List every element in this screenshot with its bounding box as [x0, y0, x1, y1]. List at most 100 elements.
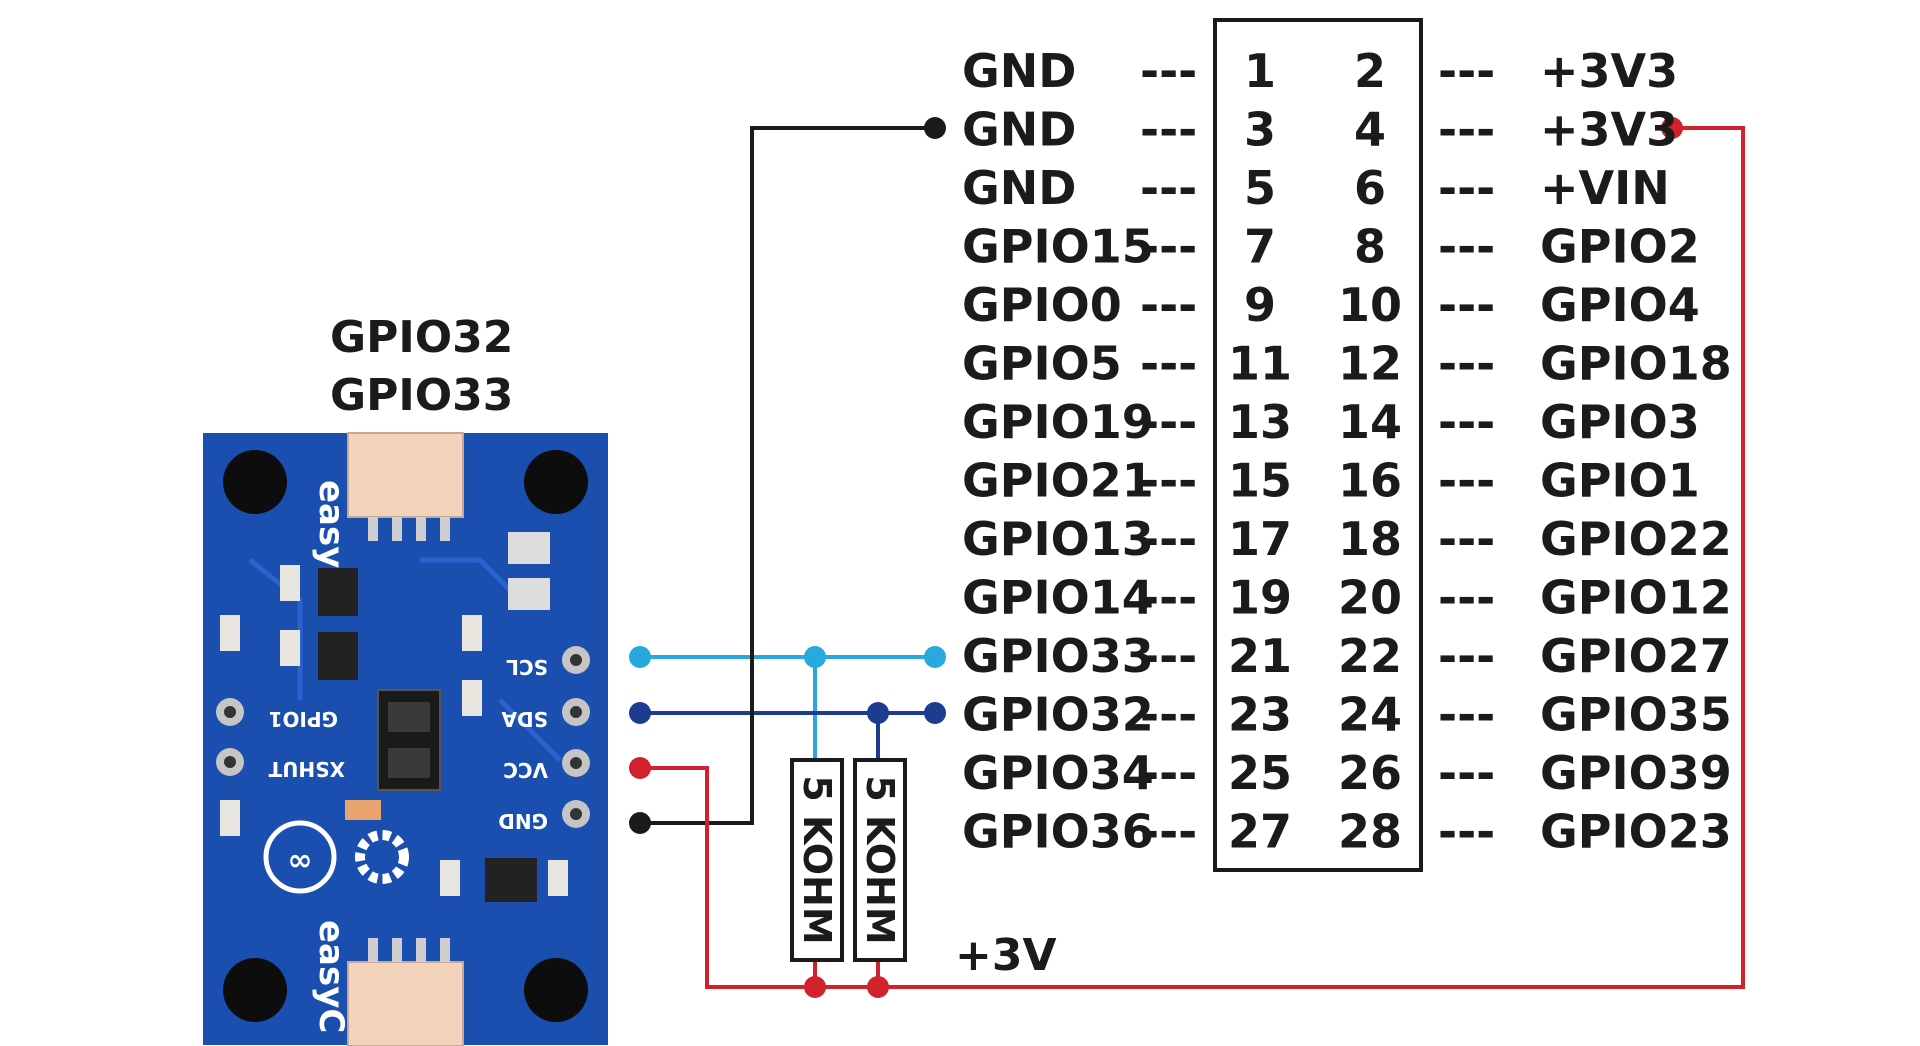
pin-number-right: 16 [1338, 454, 1402, 508]
pin-left-label: GPIO0 [962, 278, 1122, 332]
bottom-connector [347, 961, 464, 1046]
pin-separator-right: --- [1438, 629, 1495, 683]
pin-left-label: GND [962, 161, 1076, 215]
transistor-chip [318, 632, 358, 680]
pin-separator-right: --- [1438, 395, 1495, 449]
pin-left-label: GPIO13 [962, 512, 1154, 566]
pullup-resistor-2: 5 KOHM [853, 758, 907, 962]
transistor-chip [318, 568, 358, 616]
pin-number-left: 25 [1228, 746, 1292, 800]
svg-text:∞: ∞ [288, 843, 313, 878]
pin-separator-left: --- [1140, 512, 1197, 566]
pin-separator-left: --- [1140, 454, 1197, 508]
pin-number-right: 28 [1338, 805, 1402, 859]
pin-right-label: +3V3 [1540, 44, 1678, 98]
pcb-label-scl: SCL [506, 655, 548, 679]
pin-right-label: +VIN [1540, 161, 1670, 215]
pin-right-label: GPIO2 [1540, 220, 1700, 274]
smd-resistor [440, 860, 460, 896]
smd-capacitor [508, 578, 550, 610]
pin-number-right: 18 [1338, 512, 1402, 566]
pcb-label-vcc: VCC [503, 758, 548, 782]
mount-hole-icon [223, 450, 287, 514]
pin-separator-left: --- [1140, 220, 1197, 274]
pcb-brand-bottom: easyC [311, 920, 351, 1033]
pin-right-label: GPIO18 [1540, 337, 1732, 391]
pin-left-label: GPIO21 [962, 454, 1154, 508]
pin-right-label: GPIO3 [1540, 395, 1700, 449]
pin-number-left: 7 [1244, 220, 1276, 274]
regulator-chip [485, 858, 537, 902]
pin-right-label: +3V3 [1540, 103, 1678, 157]
pin-left-label: GPIO14 [962, 571, 1154, 625]
wire-gnd [640, 126, 935, 825]
pin-number-right: 26 [1338, 746, 1402, 800]
oshw-logo-icon [355, 830, 409, 884]
wire-vcc [640, 126, 1745, 989]
pin-separator-left: --- [1140, 278, 1197, 332]
smd-resistor [280, 565, 300, 601]
pin-number-left: 3 [1244, 103, 1276, 157]
pin-number-right: 14 [1338, 395, 1402, 449]
pin-right-label: GPIO12 [1540, 571, 1732, 625]
smd-resistor [220, 615, 240, 651]
pin-separator-right: --- [1438, 512, 1495, 566]
pcb-label-gpio1: GPIO1 [269, 707, 338, 731]
pin-right-label: GPIO23 [1540, 805, 1732, 859]
pin-right-label: GPIO27 [1540, 629, 1732, 683]
pin-separator-left: --- [1140, 395, 1197, 449]
pin-left-label: GPIO34 [962, 746, 1154, 800]
mount-hole-icon [223, 958, 287, 1022]
pin-separator-right: --- [1438, 454, 1495, 508]
wires [629, 117, 1745, 998]
pin-left-label: GPIO5 [962, 337, 1122, 391]
connector-label-1: GPIO32 [330, 312, 513, 363]
top-connector [347, 432, 464, 518]
pin-separator-left: --- [1140, 629, 1197, 683]
pin-number-right: 2 [1354, 44, 1386, 98]
pin-number-left: 21 [1228, 629, 1292, 683]
pin-number-right: 22 [1338, 629, 1402, 683]
pin-left-label: GPIO15 [962, 220, 1154, 274]
resistor-label-1: 5 KOHM [795, 775, 839, 944]
pin-number-left: 9 [1244, 278, 1276, 332]
pin-separator-left: --- [1140, 571, 1197, 625]
pin-separator-left: --- [1140, 688, 1197, 742]
pin-separator-left: --- [1140, 103, 1197, 157]
pin-number-left: 23 [1228, 688, 1292, 742]
pin-number-left: 1 [1244, 44, 1276, 98]
pin-left-label: GND [962, 44, 1076, 98]
pcb-label-gnd: GND [498, 809, 548, 833]
pin-separator-right: --- [1438, 44, 1495, 98]
pin-right-label: GPIO4 [1540, 278, 1700, 332]
pin-number-left: 27 [1228, 805, 1292, 859]
smd-resistor [280, 630, 300, 666]
pin-left-label: GND [962, 103, 1076, 157]
pin-number-left: 15 [1228, 454, 1292, 508]
pin-left-label: GPIO36 [962, 805, 1154, 859]
pin-separator-left: --- [1140, 161, 1197, 215]
pin-left-label: GPIO33 [962, 629, 1154, 683]
pin-number-right: 24 [1338, 688, 1402, 742]
pin-number-left: 5 [1244, 161, 1276, 215]
header-box [1213, 18, 1423, 872]
resistor-label-2: 5 KOHM [858, 775, 902, 944]
mount-hole-icon [524, 958, 588, 1022]
pin-right-label: GPIO39 [1540, 746, 1732, 800]
pin-separator-right: --- [1438, 688, 1495, 742]
pin-separator-left: --- [1140, 805, 1197, 859]
pin-separator-right: --- [1438, 337, 1495, 391]
pin-left-label: GPIO32 [962, 688, 1154, 742]
sensor-board: easyC easyC ∞ GPIO1 XSHUT [203, 432, 608, 1046]
pcb-label-xshut: XSHUT [268, 757, 345, 781]
pin-right-label: GPIO1 [1540, 454, 1700, 508]
pin-number-left: 13 [1228, 395, 1292, 449]
supply-label: +3V [955, 930, 1057, 981]
pin-number-left: 19 [1228, 571, 1292, 625]
smd-capacitor [508, 532, 550, 564]
pin-separator-right: --- [1438, 746, 1495, 800]
smd-resistor [220, 800, 240, 836]
pin-separator-left: --- [1140, 746, 1197, 800]
